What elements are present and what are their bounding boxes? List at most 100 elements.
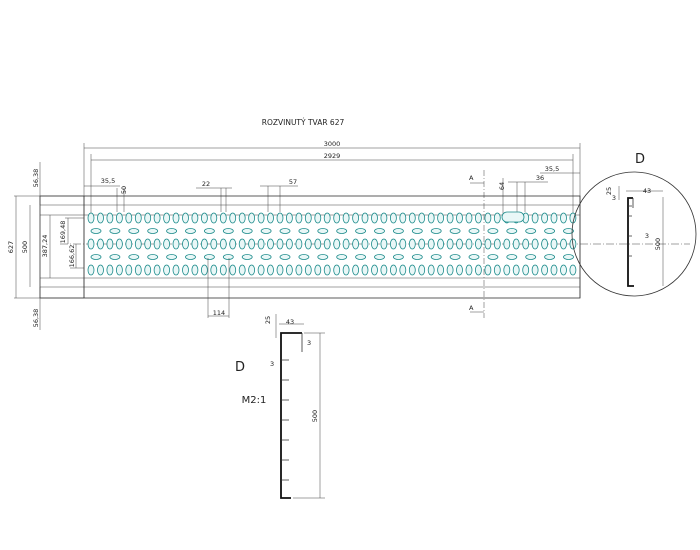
dim-edge-offset-right: 35,5: [540, 165, 580, 174]
hole: [503, 264, 511, 276]
dim-hole-spacing-label: 22: [202, 180, 210, 188]
hole: [430, 228, 442, 234]
hole: [222, 228, 234, 234]
hole: [203, 228, 215, 234]
hole: [144, 212, 152, 224]
hole: [222, 254, 234, 260]
hole: [380, 238, 388, 250]
hole: [128, 254, 140, 260]
hole: [446, 264, 454, 276]
hole: [238, 264, 246, 276]
hole: [484, 212, 492, 224]
hole: [97, 212, 104, 224]
dim-hole-width-label: 50: [120, 186, 128, 194]
hole: [323, 264, 331, 276]
hole: [134, 264, 142, 276]
hole: [525, 228, 537, 234]
flat-pattern: [14, 195, 690, 299]
dim-web-width: 500: [21, 205, 31, 287]
hole: [125, 212, 133, 224]
hole: [166, 228, 178, 234]
hole: [163, 212, 171, 224]
hole: [418, 264, 426, 276]
dim-inner-length-label: 2929: [324, 152, 341, 160]
hole: [200, 238, 208, 250]
hole: [522, 264, 530, 276]
hole: [541, 212, 548, 224]
hole: [468, 254, 480, 260]
hole: [241, 254, 253, 260]
hole: [336, 228, 348, 234]
detail-lip: 25: [264, 316, 272, 324]
hole: [260, 228, 272, 234]
detail-thickness: 3: [307, 339, 311, 347]
hole: [219, 212, 227, 224]
detail-height: 500: [311, 410, 319, 422]
hole: [493, 212, 501, 224]
dim-flange-top: 56,38: [32, 162, 41, 205]
hole: [87, 238, 95, 250]
hole: [153, 238, 161, 250]
hole: [182, 264, 189, 276]
hole: [229, 212, 237, 224]
hole: [317, 254, 329, 260]
hole: [449, 254, 461, 260]
hole: [229, 238, 237, 250]
hole: [399, 212, 407, 224]
hole: [408, 212, 416, 224]
hole: [336, 254, 348, 260]
hole: [560, 212, 567, 224]
hole: [355, 228, 367, 234]
hole: [238, 212, 246, 224]
hole: [248, 212, 256, 224]
hole: [144, 238, 152, 250]
hole: [399, 264, 407, 276]
hole: [371, 212, 378, 224]
hole: [191, 238, 199, 250]
hole: [333, 238, 341, 250]
hole: [163, 238, 171, 250]
hole: [210, 238, 218, 250]
hole: [257, 238, 265, 250]
hole: [106, 212, 114, 224]
hole: [437, 264, 445, 276]
hole: [116, 212, 123, 224]
dim-edge-offset-right-label: 35,5: [545, 165, 559, 173]
hole: [248, 264, 256, 276]
hole: [134, 212, 142, 224]
hole: [116, 264, 123, 276]
hole: [430, 254, 442, 260]
hole: [257, 264, 265, 276]
hole: [427, 212, 435, 224]
hole: [279, 228, 291, 234]
hole: [109, 228, 121, 234]
hole: [333, 212, 341, 224]
hole: [317, 228, 329, 234]
hole: [531, 212, 539, 224]
hole: [493, 238, 501, 250]
hole: [541, 238, 548, 250]
hole: [380, 212, 388, 224]
hole: [191, 264, 199, 276]
hole: [560, 238, 567, 250]
hole: [389, 212, 397, 224]
dim-web-width-label: 500: [21, 241, 29, 253]
detail-circle-step: 3: [645, 232, 649, 240]
hole: [525, 254, 537, 260]
hole: [163, 264, 171, 276]
hole: [116, 238, 123, 250]
dim-hole-pitch-label: 57: [289, 178, 297, 186]
hole: [257, 212, 265, 224]
detail-scale: M2:1: [242, 395, 267, 406]
detail-step: 3: [270, 360, 274, 368]
dim-bottom-pitch-label: 114: [213, 309, 225, 317]
hole: [342, 264, 350, 276]
detail-flange: 43: [286, 318, 294, 326]
slot-hole: [501, 211, 525, 223]
hole: [541, 264, 548, 276]
dim-edge-offset-left-label: 35,5: [101, 177, 115, 185]
hole: [314, 238, 322, 250]
hole: [355, 254, 367, 260]
dim-rows-inner: 166,62: [68, 244, 84, 269]
hole: [544, 254, 555, 260]
